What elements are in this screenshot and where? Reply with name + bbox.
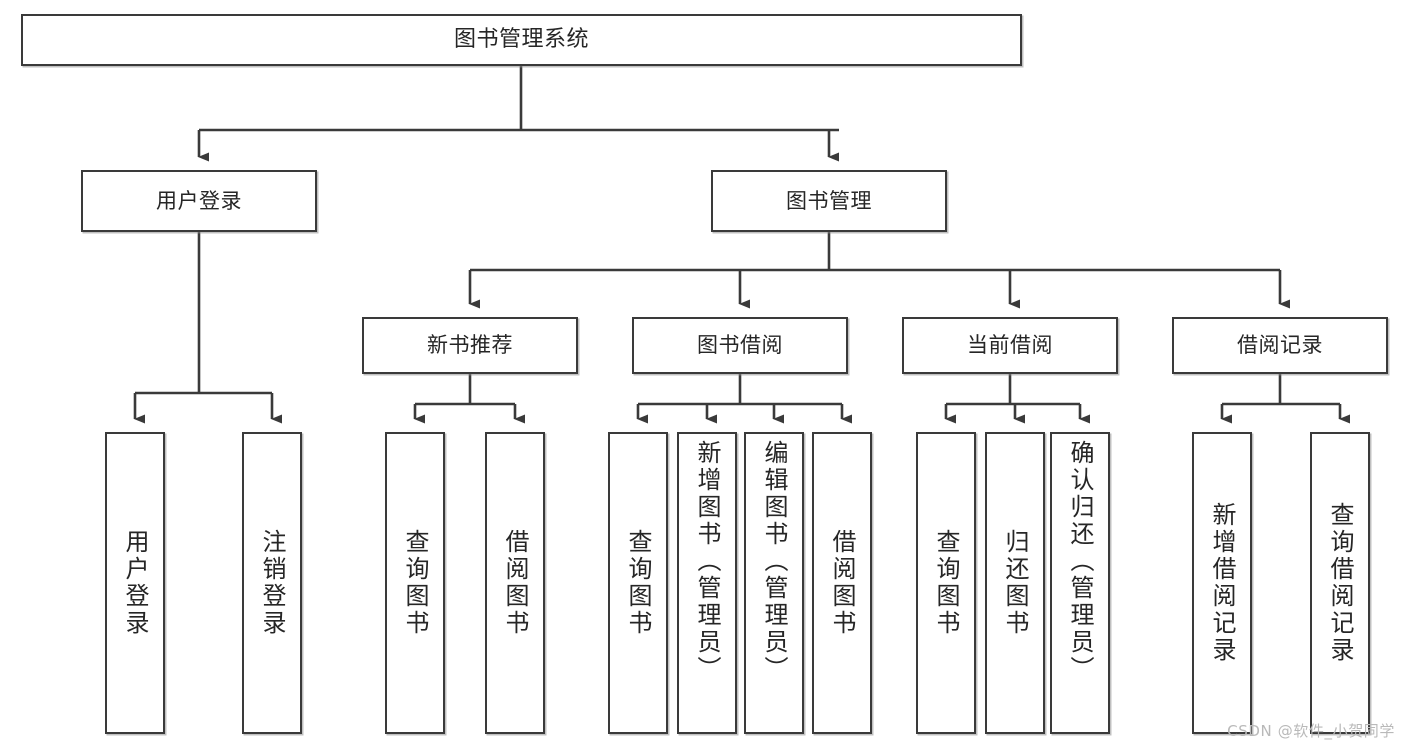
leaf-book-borrow-query-book[interactable]: 查询图书: [608, 432, 668, 734]
node-borrow-record[interactable]: 借阅记录: [1172, 317, 1388, 374]
leaf-current-borrow-return-book[interactable]: 归还图书: [985, 432, 1045, 734]
node-label: 新书推荐: [427, 333, 513, 358]
leaf-current-borrow-query-book[interactable]: 查询图书: [916, 432, 976, 734]
node-label: 查询图书: [401, 529, 429, 637]
leaf-new-book-query-book[interactable]: 查询图书: [385, 432, 445, 734]
node-new-book-recommend[interactable]: 新书推荐: [362, 317, 578, 374]
node-label: 借阅图书: [501, 529, 529, 637]
node-label: 图书管理: [786, 188, 872, 213]
leaf-borrow-record-query-record[interactable]: 查询借阅记录: [1310, 432, 1370, 734]
node-label: 借阅记录: [1237, 333, 1323, 358]
node-label: 查询图书: [932, 529, 960, 637]
node-label: 当前借阅: [967, 333, 1053, 358]
node-label: 查询借阅记录: [1326, 502, 1354, 664]
node-label: 图书管理系统: [453, 27, 589, 53]
node-label: 确认归还（管理员）: [1066, 440, 1094, 683]
node-book-management[interactable]: 图书管理: [711, 170, 947, 232]
node-label: 图书借阅: [697, 333, 783, 358]
node-label: 归还图书: [1001, 529, 1029, 637]
node-root-system[interactable]: 图书管理系统: [21, 14, 1022, 66]
node-label: 用户登录: [156, 188, 242, 213]
node-label: 新增借阅记录: [1208, 502, 1236, 664]
node-current-borrow[interactable]: 当前借阅: [902, 317, 1118, 374]
node-label: 借阅图书: [828, 529, 856, 637]
leaf-new-book-borrow-book[interactable]: 借阅图书: [485, 432, 545, 734]
node-label: 查询图书: [624, 529, 652, 637]
leaf-book-borrow-edit-book-admin[interactable]: 编辑图书（管理员）: [744, 432, 804, 734]
leaf-borrow-record-add-record[interactable]: 新增借阅记录: [1192, 432, 1252, 734]
node-label: 编辑图书（管理员）: [760, 440, 788, 683]
node-label: 注销登录: [258, 529, 286, 637]
node-user-login[interactable]: 用户登录: [81, 170, 317, 232]
node-label: 用户登录: [121, 529, 149, 637]
watermark: CSDN @软件_小贺同学: [1227, 722, 1395, 740]
leaf-current-borrow-confirm-return-admin[interactable]: 确认归还（管理员）: [1050, 432, 1110, 734]
node-label: 新增图书（管理员）: [693, 440, 721, 683]
leaf-user-login-login[interactable]: 用户登录: [105, 432, 165, 734]
leaf-book-borrow-add-book-admin[interactable]: 新增图书（管理员）: [677, 432, 737, 734]
node-book-borrow[interactable]: 图书借阅: [632, 317, 848, 374]
leaf-user-login-logout[interactable]: 注销登录: [242, 432, 302, 734]
leaf-book-borrow-borrow-book[interactable]: 借阅图书: [812, 432, 872, 734]
